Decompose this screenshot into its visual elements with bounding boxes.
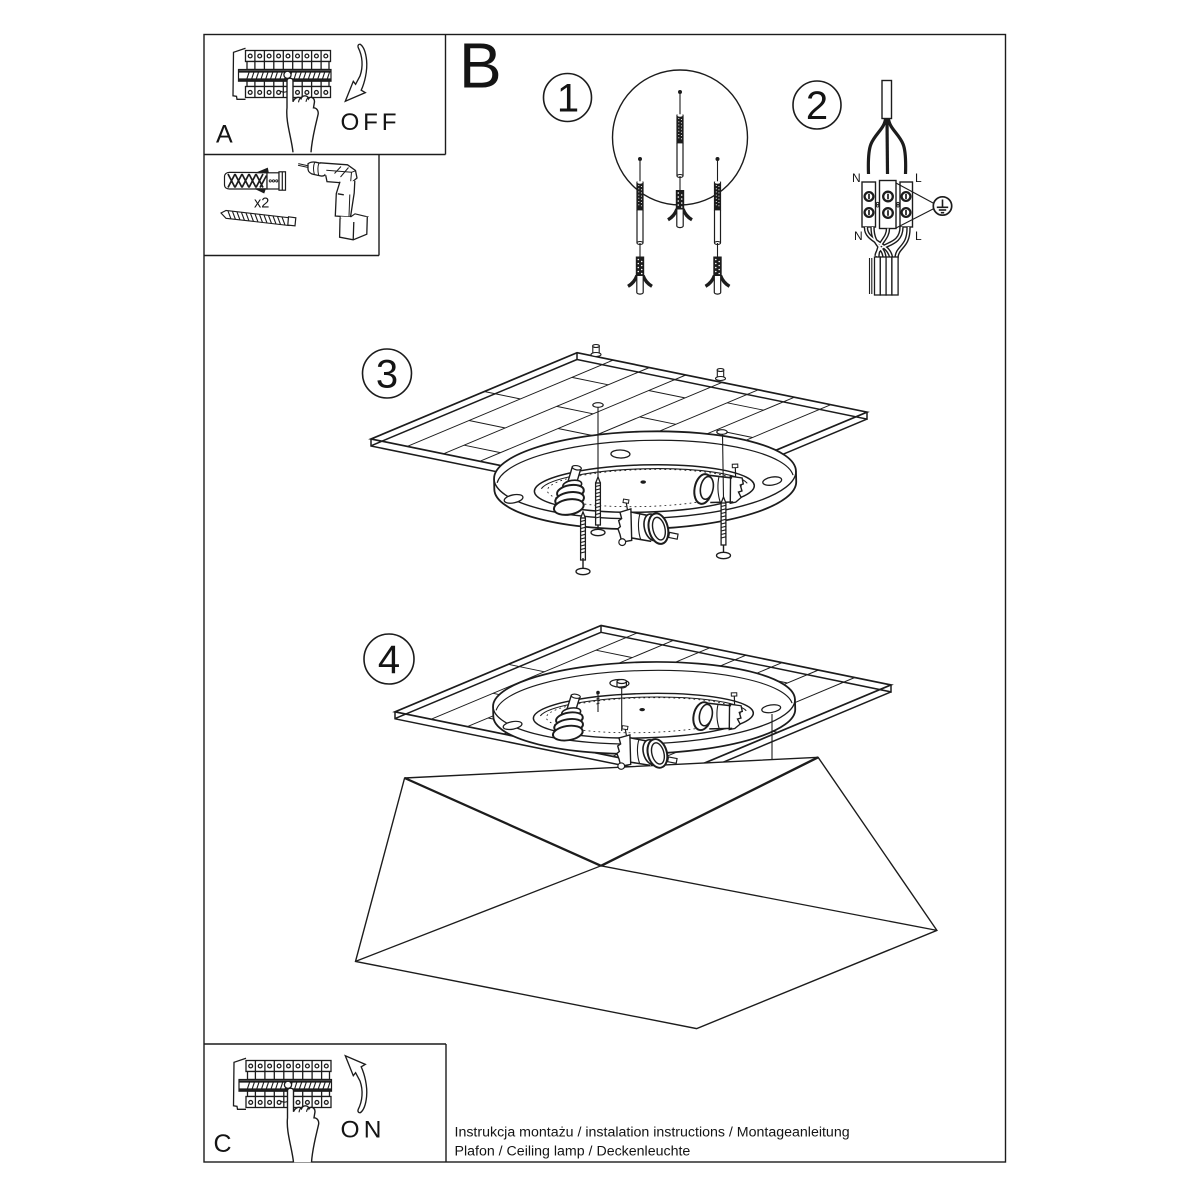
svg-text:A: A	[216, 121, 233, 149]
svg-text:Instrukcja montażu / instalati: Instrukcja montażu / instalation instruc…	[455, 1125, 850, 1141]
svg-text:ON: ON	[341, 1117, 386, 1144]
svg-text:N: N	[854, 229, 863, 243]
svg-text:B: B	[459, 30, 502, 102]
svg-text:1: 1	[557, 77, 579, 121]
svg-text:x2: x2	[254, 196, 269, 212]
svg-text:N: N	[852, 171, 861, 185]
svg-text:OFF: OFF	[341, 109, 401, 136]
svg-text:4: 4	[378, 638, 400, 682]
svg-text:L: L	[915, 171, 922, 185]
svg-text:L: L	[915, 229, 922, 243]
svg-text:2: 2	[806, 84, 828, 128]
svg-text:Plafon / Ceiling lamp / Decken: Plafon / Ceiling lamp / Deckenleuchte	[455, 1144, 691, 1160]
svg-text:3: 3	[376, 353, 398, 397]
svg-text:C: C	[214, 1130, 232, 1158]
